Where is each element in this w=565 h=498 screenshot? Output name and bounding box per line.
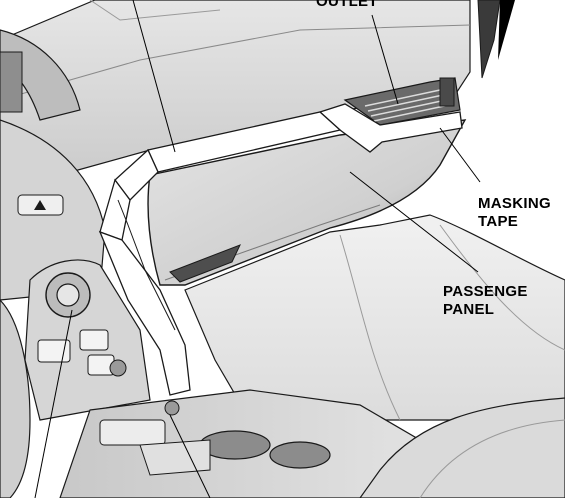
steering-column-area [0,119,106,301]
leader-lines [34,0,481,498]
air-outlet-vent [343,77,461,126]
console-button-2[interactable] [79,329,109,351]
masking-tape [98,103,463,396]
center-stack [24,259,151,421]
console-button-1[interactable] [37,339,71,363]
label-passenger-panel-line1: PASSENGE [443,283,528,300]
console-knob[interactable] [164,400,180,416]
console-dial[interactable] [109,359,127,377]
label-outlet: OUTLET [316,0,378,10]
label-passenger-panel-line2: PANEL [443,301,494,318]
instrument-cluster-hood [0,29,81,121]
label-masking-tape-line1: MASKING [478,195,551,212]
label-masking-tape-line2: TAPE [478,213,518,230]
knob-center-icon [56,283,80,307]
switch-panel[interactable] [99,419,166,446]
windshield-pillar [477,0,501,79]
hazard-triangle-icon [34,200,46,210]
steering-wheel-rim [0,299,31,498]
cupholder-right [269,441,331,469]
pointer-wedge [498,0,515,60]
passenger-panel [147,119,467,286]
